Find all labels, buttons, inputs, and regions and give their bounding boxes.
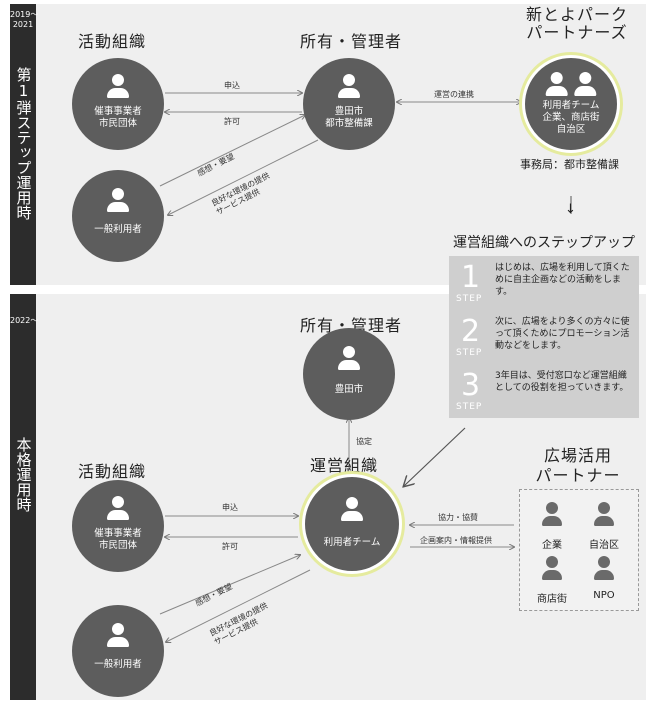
stage2-service-arrow <box>166 569 311 642</box>
stage2-permit-label: 許可 <box>222 542 238 551</box>
stage1-owner-label: 豊田市 都市整備課 <box>325 106 373 129</box>
step-number: 2 <box>461 314 481 349</box>
person-icon <box>592 556 616 580</box>
stage1-user-circle: 一般利用者 <box>72 170 164 262</box>
step-number: 1 <box>461 260 481 295</box>
partner-label: 企業 <box>542 540 562 551</box>
stage2-sidebar: 2022〜 本格運用時 <box>10 294 39 700</box>
stage1-user-label: 一般利用者 <box>94 224 142 235</box>
stage2-partners-box: 企業 自治区 商店街 NPO <box>519 489 639 611</box>
stage2-user-circle: 一般利用者 <box>72 605 164 697</box>
partner-label: NPO <box>593 590 615 601</box>
stage2-ops-circle: 利用者チーム <box>302 474 402 574</box>
step-tag: STEP <box>456 294 483 304</box>
stage1-service-arrow <box>168 139 319 215</box>
stepup-box: 1 STEP はじめは、広場を利用して頂くために自主企画などの活動をします。 2… <box>449 256 639 418</box>
step-1: 1 STEP はじめは、広場を利用して頂くために自主企画などの活動をします。 <box>449 258 639 308</box>
stage2-owner-label: 豊田市 <box>334 384 364 395</box>
stage1-coop-label: 運営の連携 <box>434 90 474 99</box>
stage2-agreement-label: 協定 <box>356 437 372 446</box>
stage2-partner-heading: 広場活用 パートナー <box>535 446 621 485</box>
person-icon <box>338 74 360 98</box>
stage1-owner-heading: 所有・管理者 <box>300 32 403 51</box>
stage2-organizer-label: 催事事業者 市民団体 <box>94 528 142 551</box>
stage1-partners-heading: 新とよパーク パートナーズ <box>525 5 628 42</box>
person-icon <box>107 623 129 647</box>
step-3: 3 STEP 3年目は、受付窓口など運営組織としての役割を担っていきます。 <box>449 366 639 416</box>
step-tag: STEP <box>456 402 483 412</box>
stage2-ops-heading: 運営組織 <box>310 456 379 475</box>
stage2-stepup-arrow <box>404 427 466 486</box>
person-icon <box>540 502 564 526</box>
stage1-apply-label: 申込 <box>224 81 240 90</box>
stage1-secretariat: 事務局：都市整備課 <box>520 158 619 171</box>
person-icon <box>107 188 129 212</box>
stage2-organizer-circle: 催事事業者 市民団体 <box>72 480 164 572</box>
person-icon <box>107 496 129 520</box>
stage1-permit-label: 許可 <box>224 117 240 126</box>
down-arrow-icon: ↓ <box>565 202 576 217</box>
stage2-apply-label: 申込 <box>222 503 238 512</box>
stage1-partners-circle: 利用者チーム 企業、商店街 自治区 <box>522 55 620 153</box>
stage2-owner-circle: 豊田市 <box>303 328 395 420</box>
person-icon <box>341 497 363 521</box>
person-icon <box>107 74 129 98</box>
step-text: 次に、広場をより多くの方々に使って頂くためにプロモーション活動などをします。 <box>495 317 630 351</box>
step-number: 3 <box>461 368 481 403</box>
stage2-cooperate-label: 協力・協賛 <box>438 513 478 522</box>
stage2-user-label: 一般利用者 <box>94 659 142 670</box>
stage2-owner-heading: 所有・管理者 <box>300 316 403 335</box>
person-icon <box>545 72 568 96</box>
step-text: はじめは、広場を利用して頂くために自主企画などの活動をします。 <box>495 263 630 297</box>
stage2-feedback-arrow <box>159 555 300 615</box>
stage1-org-heading: 活動組織 <box>78 32 147 51</box>
partner-label: 自治区 <box>589 540 619 551</box>
stage2-org-heading: 活動組織 <box>78 462 147 481</box>
partner-label: 商店街 <box>537 594 567 605</box>
stage1-organizer-circle: 催事事業者 市民団体 <box>72 58 164 150</box>
stage1-sidebar: 2019〜 2021 第1弾ステップ運用時 <box>10 4 39 285</box>
stage2-ops-label: 利用者チーム <box>323 537 381 548</box>
stage1-owner-circle: 豊田市 都市整備課 <box>303 58 395 150</box>
stage1-years: 2019〜 2021 <box>10 10 39 29</box>
stage1-title: 第1弾ステップ運用時 <box>14 66 33 220</box>
person-icon <box>574 72 597 96</box>
stage1-feedback-arrow <box>159 115 305 187</box>
step-2: 2 STEP 次に、広場をより多くの方々に使って頂くためにプロモーション活動など… <box>449 312 639 362</box>
person-icon <box>540 556 564 580</box>
stage2-years: 2022〜 <box>10 316 39 325</box>
step-tag: STEP <box>456 348 483 358</box>
stage2-planning-label: 企画案内・情報提供 <box>420 536 492 545</box>
person-icon <box>592 502 616 526</box>
stage1-organizer-label: 催事事業者 市民団体 <box>94 106 142 129</box>
person-icon <box>338 346 360 370</box>
stage2-title: 本格運用時 <box>14 436 33 512</box>
step-text: 3年目は、受付窓口など運営組織としての役割を担っていきます。 <box>495 371 629 393</box>
stage1-partners-label: 利用者チーム 企業、商店街 自治区 <box>542 100 600 135</box>
stepup-heading: 運営組織へのステップアップ <box>453 235 635 251</box>
